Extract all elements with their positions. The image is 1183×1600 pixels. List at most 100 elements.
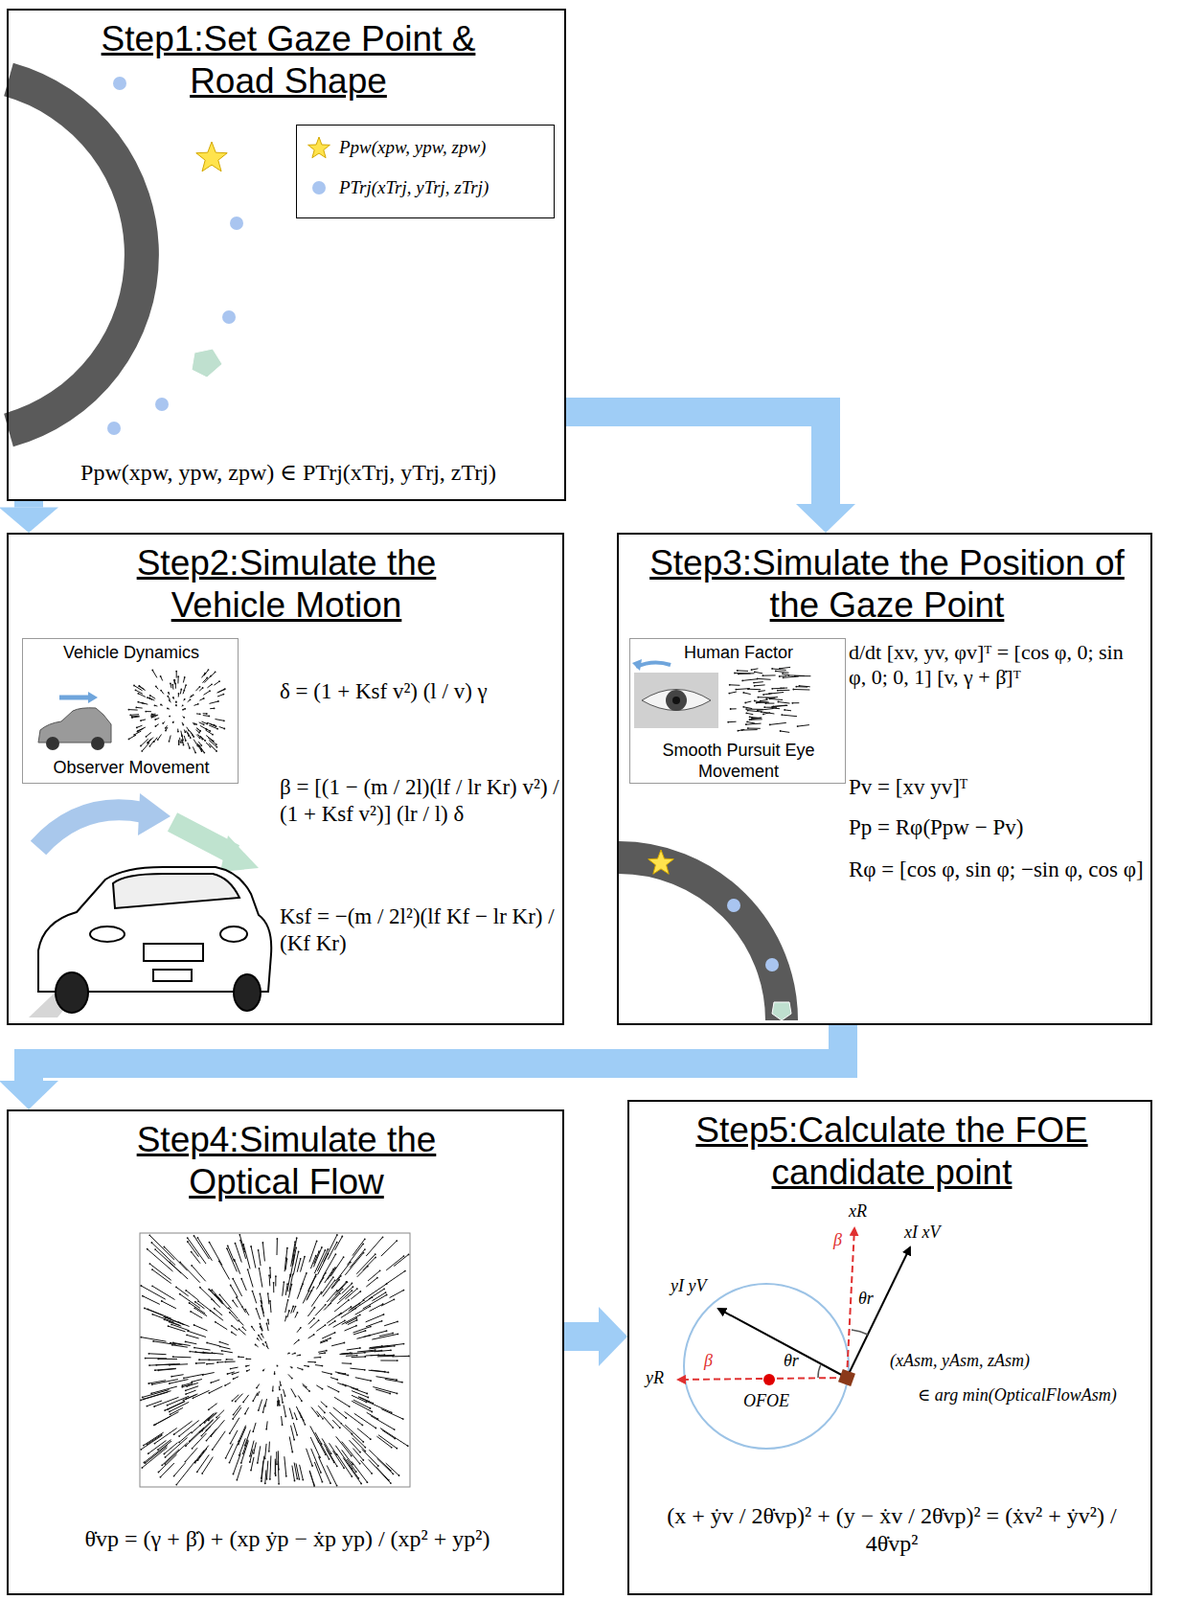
flow-vector [770,722,787,725]
flow-vector-tip [320,1291,323,1294]
flow-vector [202,1419,214,1432]
flow-vector [360,1459,372,1474]
flow-vector-tip [164,1316,167,1319]
flow-vector [134,685,143,691]
flow-vector-tip [392,1354,395,1357]
flow-vector [168,1325,186,1332]
flow-vector [265,1443,268,1459]
flow-vector [379,1354,395,1357]
flow-vector-tip [277,1468,280,1471]
flow-vector-tip [160,1299,163,1302]
flow-vector-tip [776,689,779,692]
flow-vector-tip [288,1309,291,1312]
flow-vector-tip [291,1377,294,1380]
flow-vector [183,699,185,702]
flow-vector [260,1326,263,1332]
flow-vector [173,680,175,684]
legend-swatch [306,175,332,201]
flow-vector [180,689,182,695]
flow-vector [208,1289,224,1305]
flow-vector [344,1325,358,1331]
flow-vector-tip [383,1313,386,1316]
flow-vector [148,1380,166,1384]
flow-vector-tip [350,1362,353,1365]
flow-vector [185,1389,197,1394]
flow-vector-tip [205,1439,208,1442]
step-box: Step2:Simulate the Vehicle Motionδ = (1 … [6,532,565,1025]
flow-vector [351,1296,372,1311]
flow-vector-tip [328,1457,331,1460]
flow-vector [179,737,182,743]
flow-vector [750,716,759,718]
flow-vector-tip [745,711,748,714]
flow-vector [355,1305,371,1315]
flow-vector-tip [193,1346,196,1349]
flow-vector [175,702,177,705]
flow-vector-tip [204,672,206,675]
flow-vector-tip [260,1479,263,1482]
flow-vector-tip [157,1358,160,1361]
flow-vector-tip [208,729,211,732]
flow-vector [250,1440,254,1456]
flow-vector-tip [336,1464,339,1467]
flow-vector-tip [341,1287,344,1290]
flow-vector-tip [199,729,202,732]
flow-vector-tip [146,741,149,744]
optical-flow-frame [139,1232,410,1487]
figure-label: ∈ arg min(OpticalFlowAsm) [917,1385,1117,1407]
flow-vector-tip [139,1399,142,1402]
flow-vector-tip [154,718,157,721]
flow-vector-tip [362,1458,364,1461]
flow-vector-tip [771,667,774,670]
flow-vector [220,1345,231,1349]
flow-vector [385,1271,406,1285]
flow-vector [326,1449,335,1463]
flow-vector-tip [231,1372,234,1375]
flow-vector-tip [215,1416,218,1419]
flow-vector [293,1306,296,1313]
arrow-shaft [566,411,826,504]
flow-vector [241,1278,247,1291]
flow-vector [194,704,199,706]
flow-vector-tip [174,679,177,682]
flow-vector [250,1456,254,1471]
flow-vector [783,676,799,678]
flow-vector [332,1419,341,1428]
flow-vector [306,1448,314,1466]
flow-vector-tip [205,1342,208,1344]
flow-vector [268,1293,270,1304]
flow-vector [201,1426,211,1436]
flow-vector [196,1362,206,1364]
flow-vector-tip [148,1352,151,1355]
flow-vector-tip [376,1276,379,1279]
flow-vector-tip [269,1266,272,1269]
flow-vector [151,716,157,718]
flow-vector [181,705,183,706]
coordinate-axes [718,1308,847,1378]
flow-vector-tip [183,698,186,701]
flow-vector [281,1393,284,1403]
flow-vector-tip [366,1396,369,1399]
flow-vector [185,1341,198,1343]
flow-vector [737,728,745,730]
flow-vector [311,1448,321,1473]
flow-vector-tip [321,1387,324,1390]
optical-flow-image [128,668,227,753]
flow-vector-tip [396,1333,399,1336]
flow-vector-tip [782,676,785,679]
flow-vector-tip [169,1412,172,1415]
flow-vector [238,1426,247,1444]
flow-vector-tip [769,698,772,701]
flow-vector-tip [237,1355,240,1358]
flow-vector-tip [398,1474,401,1477]
flow-vector [169,1261,188,1279]
flow-vector [311,1292,321,1307]
flow-vector-tip [227,1372,229,1375]
flow-vector [316,1324,325,1331]
flow-vector-tip [359,1346,362,1349]
vehicle-marker [772,1001,792,1021]
flow-vector-tip [246,1369,249,1372]
flow-vector [255,1344,259,1347]
flow-vector-tip [285,1475,288,1478]
flow-vector [308,1318,315,1324]
